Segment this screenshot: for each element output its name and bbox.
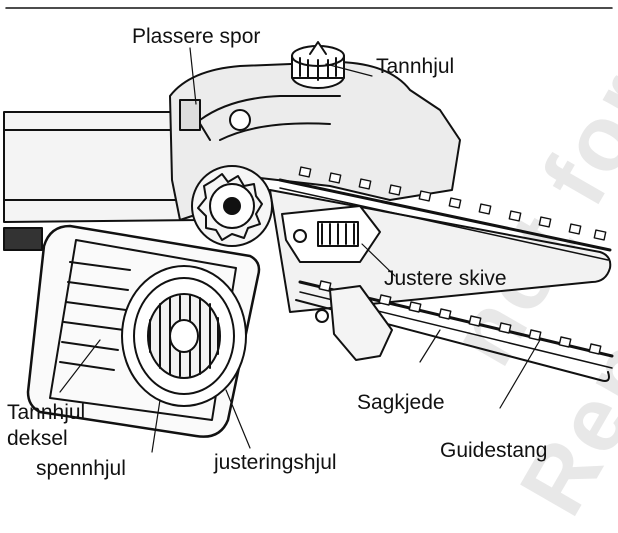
leader-sagkjede — [419, 329, 441, 363]
tension-wheel — [121, 265, 247, 407]
label-tannhjul-deksel-line-2: deksel — [7, 427, 68, 450]
leader-justeringshjul — [225, 389, 251, 449]
leader-tannhjul-deksel — [59, 339, 101, 393]
upper-chain-links — [298, 166, 607, 241]
label-spennhjul: spennhjul — [36, 457, 126, 480]
chainsaw-parts-diagram: not for Rep — [3, 7, 618, 532]
leader-tannhjul — [325, 63, 373, 77]
label-plassere-spor: Plassere spor — [132, 25, 261, 48]
oil-cap — [291, 41, 345, 89]
label-tannhjul-deksel-line-1: Tannhjul — [7, 401, 86, 424]
upper-saw-chain — [278, 178, 612, 261]
leader-guidestang — [499, 339, 541, 409]
chainsaw-illustration — [3, 7, 614, 453]
adjusting-disc — [281, 205, 393, 361]
drive-sprocket — [191, 165, 273, 247]
leader-justere-skive — [361, 243, 396, 277]
label-sagkjede: Sagkjede — [357, 391, 445, 414]
label-justeringshjul: justeringshjul — [214, 451, 337, 474]
label-guidestang: Guidestang — [440, 439, 548, 462]
label-justere-skive: Justere skive — [384, 267, 507, 290]
leader-plassere-spor — [189, 47, 197, 105]
label-tannhjul: Tannhjul — [376, 55, 455, 78]
leader-lines — [59, 47, 541, 453]
leader-spennhjul — [151, 399, 161, 453]
